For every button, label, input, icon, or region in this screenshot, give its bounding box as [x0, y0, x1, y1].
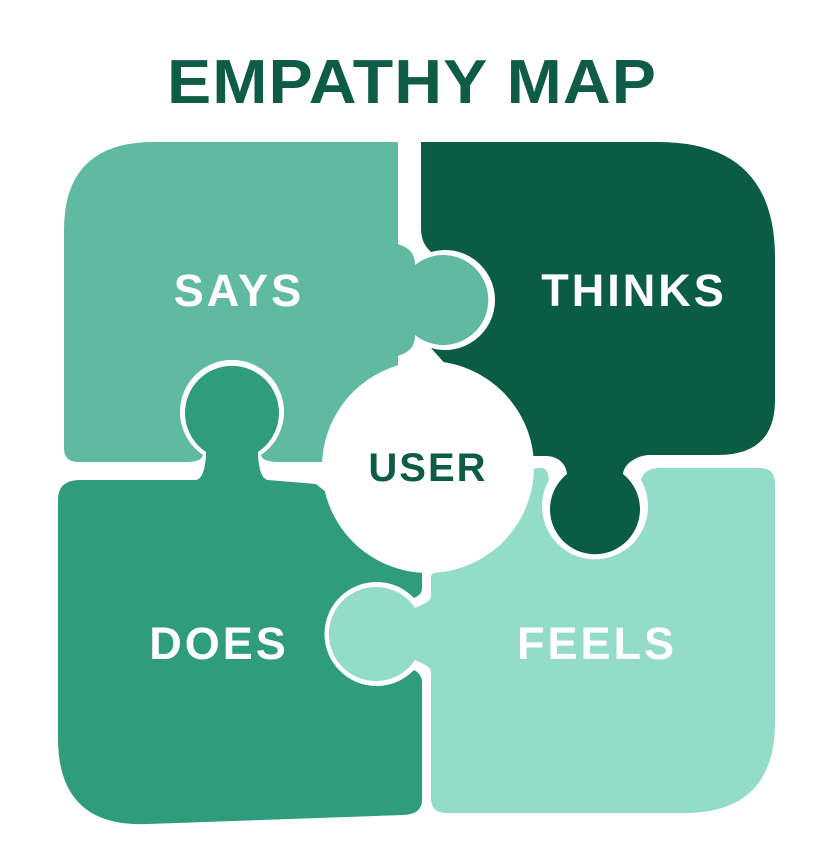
puzzle-piece-does — [58, 365, 422, 825]
label-user: USER — [368, 446, 487, 490]
label-says: SAYS — [174, 265, 304, 316]
page-title: EMPATHY MAP — [167, 48, 657, 117]
puzzle-piece-feels — [328, 468, 775, 813]
label-does: DOES — [149, 618, 289, 669]
label-feels: FEELS — [517, 618, 677, 669]
puzzle-piece-thinks — [421, 142, 775, 555]
label-thinks: THINKS — [541, 265, 727, 316]
user-circle — [322, 361, 534, 573]
